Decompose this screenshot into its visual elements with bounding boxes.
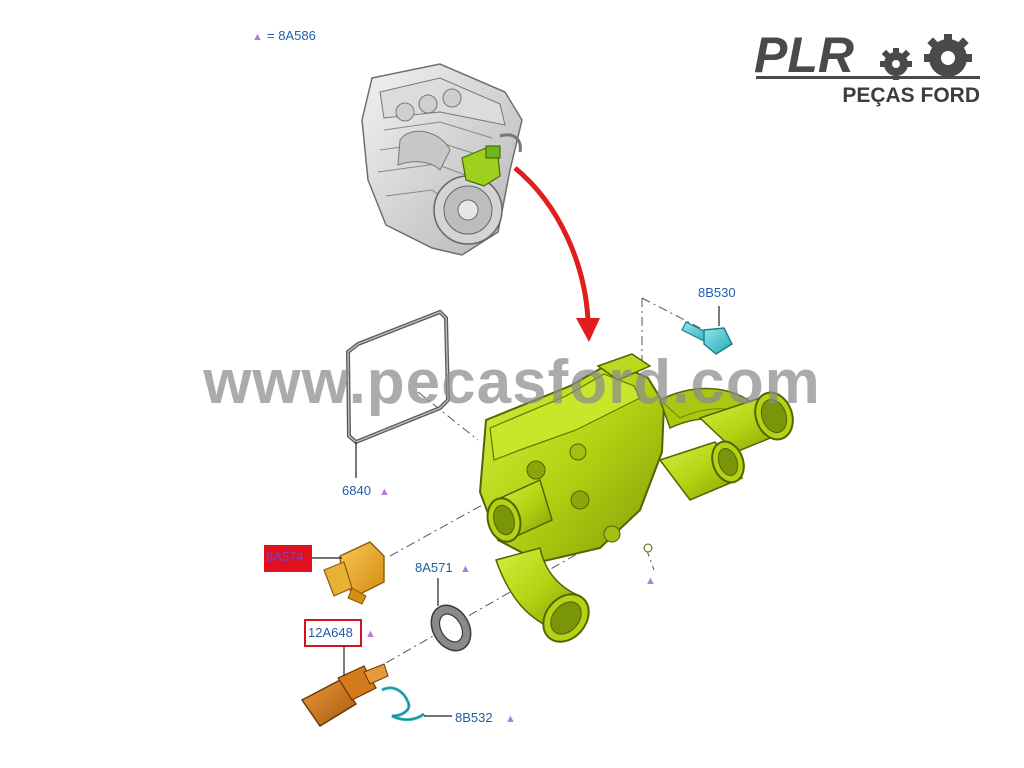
marker-icon: ▲ — [379, 486, 390, 498]
gasket-part — [345, 309, 451, 445]
gear-icon — [870, 34, 980, 80]
thermostat-housing — [478, 353, 794, 643]
clip-part — [381, 686, 425, 722]
outlet-pipe-lower — [495, 547, 590, 643]
legend: ▲ = 8A586 — [252, 28, 316, 43]
logo-subtitle: PEÇAS FORD — [842, 84, 980, 107]
legend-marker-icon: ▲ — [252, 31, 263, 43]
callout-8b530-label: 8B530 — [698, 285, 736, 300]
callout-6840-label: 6840 — [342, 483, 371, 498]
callout-highlight-box — [304, 619, 362, 647]
callout-8b532: 8B532 ▲ — [455, 710, 516, 725]
engine-flywheel — [433, 175, 503, 245]
callout-highlight-box — [264, 545, 312, 572]
marker-icon: ▲ — [505, 713, 516, 725]
pressure-sensor-part — [323, 541, 385, 605]
housing-marker-icon: ▲ — [645, 575, 656, 587]
callout-12a648: 12A648 ▲ — [304, 619, 376, 647]
logo-underline — [756, 76, 980, 79]
red-arrow-icon — [513, 166, 600, 342]
callout-8a571-label: 8A571 — [415, 560, 453, 575]
brand-logo: PLR PEÇAS FORD — [754, 27, 980, 107]
marker-icon: ▲ — [365, 628, 376, 640]
marker-icon: ▲ — [460, 563, 471, 575]
outlet-pipe-mid — [658, 440, 745, 501]
legend-text: = 8A586 — [267, 28, 316, 43]
watermark-text: www.pecasford.com — [202, 348, 821, 417]
o-ring-part — [430, 604, 472, 652]
temperature-sensor-part — [300, 663, 389, 727]
callout-8a571: 8A571 ▲ — [415, 560, 471, 575]
outlet-pipe-left — [486, 478, 553, 543]
outlet-pipe-upper — [698, 391, 794, 453]
logo-brand-text: PLR — [754, 27, 854, 83]
callout-8a574: 8A574 — [264, 545, 312, 572]
callout-8a574-label: 8A574 — [266, 549, 304, 564]
engine-illustration — [361, 63, 523, 256]
engine-highlight-housing — [461, 145, 501, 187]
callout-12a648-label: 12A648 — [308, 625, 353, 640]
callout-6840: 6840 ▲ — [342, 483, 390, 498]
bolt-part — [681, 321, 733, 355]
callout-8b532-label: 8B532 — [455, 710, 493, 725]
